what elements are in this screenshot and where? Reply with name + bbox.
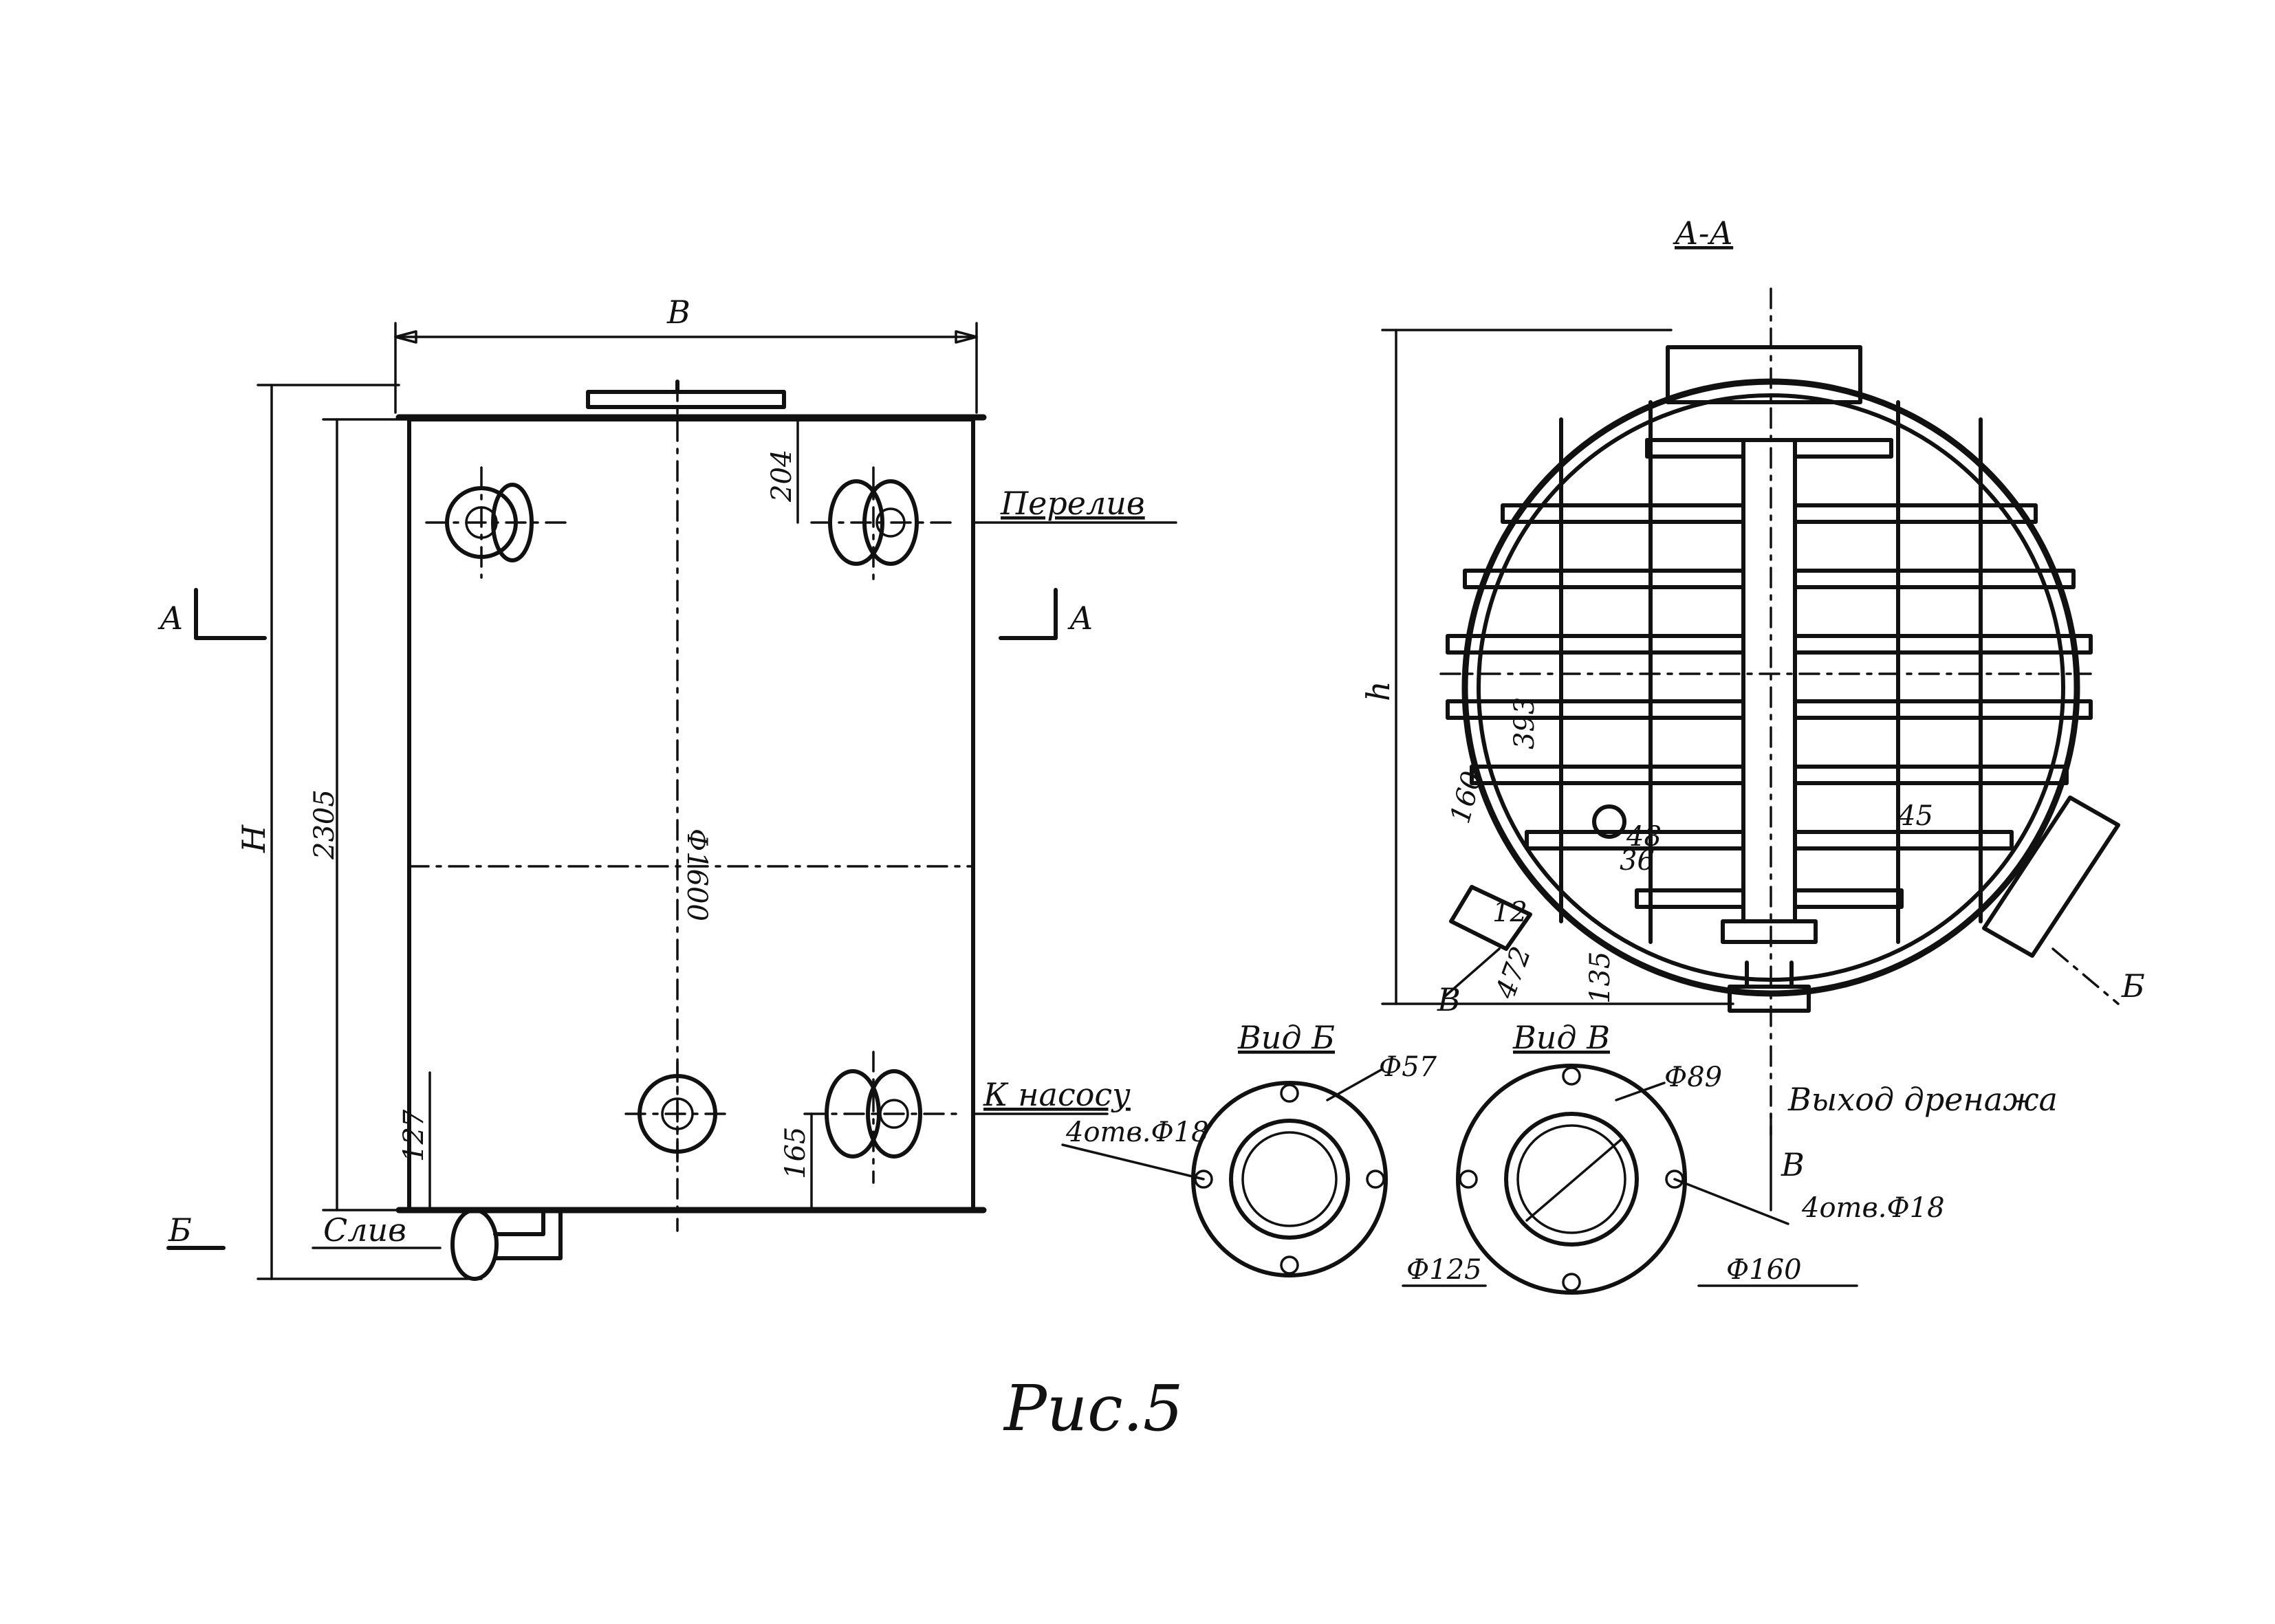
dim-width: B <box>394 294 978 414</box>
figure-caption: Рис.5 <box>1003 1372 1183 1445</box>
view-v: Вид В Ф89 Ф125 Ф160 4отв.Ф18 <box>1402 1019 1945 1295</box>
view-b-hole-left <box>1194 1170 1213 1189</box>
view-mark-b-label: Б <box>168 1211 192 1249</box>
view-v-title: Вид В <box>1512 1019 1610 1056</box>
view-v-flange-outer <box>1456 1064 1687 1295</box>
main-view: B H 2305 Ф1600 204 165 127 Перелив <box>157 294 1177 1281</box>
dim-160-label: 160 <box>1444 768 1488 827</box>
central-collector <box>1741 438 1797 923</box>
view-b-hole-bottom <box>1280 1255 1299 1275</box>
dim-127-label: 127 <box>398 1109 430 1162</box>
nozzle-pump <box>803 1051 957 1184</box>
outlet-mark: В <box>1781 1146 1805 1183</box>
section-view: А-А <box>1360 215 2145 1136</box>
side-nozzle-left <box>1449 885 1532 951</box>
view-v-hole-left <box>1459 1170 1478 1189</box>
view-v-hole-bottom <box>1562 1273 1581 1292</box>
top-neck <box>1666 345 1862 404</box>
collector-base <box>1721 919 1818 944</box>
pump-label: К насосу <box>983 1076 1131 1113</box>
view-b-flange-outer <box>1191 1081 1388 1277</box>
section-mark-left <box>194 588 267 640</box>
view-v-pipe-outer <box>1504 1112 1639 1247</box>
view-b-hole-top <box>1280 1084 1299 1103</box>
section-mark-right <box>999 588 1058 640</box>
outlet-label: Выход дренажа <box>1787 1081 2058 1118</box>
nozzle-bottom-center <box>624 1061 730 1167</box>
view-b-diameter: Ф57 <box>1379 1051 1437 1083</box>
dim-2305: 2305 <box>309 418 411 1211</box>
side-nozzle-right <box>1982 795 2120 958</box>
dim-36-label: 36 <box>1620 845 1655 877</box>
view-v-hole-top <box>1562 1066 1581 1086</box>
arrow-b-left: В <box>1437 981 1461 1018</box>
dim-393-label: 393 <box>1509 697 1541 749</box>
view-b-pipe-outer <box>1229 1119 1350 1240</box>
dim-height: H <box>235 384 483 1280</box>
view-v-pipe-inner <box>1516 1124 1626 1234</box>
view-v-diameter-bolt: Ф125 <box>1406 1254 1482 1286</box>
height-2305-label: 2305 <box>309 789 340 860</box>
vertical-supports <box>1559 400 1983 944</box>
arrow-b-right: Б <box>2121 967 2145 1005</box>
view-v-diameter-outer: Ф160 <box>1726 1254 1802 1286</box>
dim-135-label: 135 <box>1585 952 1616 1004</box>
view-b: Вид Б Ф57 4отв.Ф18 <box>1061 1019 1437 1277</box>
dim-48-label: 48 <box>1626 821 1662 853</box>
nozzle-overflow <box>810 466 957 586</box>
drain-label: Слив <box>323 1211 406 1249</box>
bottom-outlet <box>1728 985 1811 1013</box>
nozzle-top-left <box>425 466 572 579</box>
width-label: B <box>666 294 690 331</box>
view-b-holes: 4отв.Ф18 <box>1065 1117 1209 1148</box>
inlet-pipe <box>1592 804 1626 839</box>
view-v-diameter-inner: Ф89 <box>1664 1062 1722 1093</box>
section-mark-right-label: А <box>1067 600 1093 637</box>
section-height-label: h <box>1360 681 1397 701</box>
view-v-hole-right <box>1665 1170 1684 1189</box>
dim-204-label: 204 <box>766 450 798 503</box>
top-hatch <box>586 390 786 409</box>
view-v-holes: 4отв.Ф18 <box>1801 1192 1945 1224</box>
dim-165-label: 165 <box>780 1127 812 1179</box>
dim-45-label: 45 <box>1897 800 1933 832</box>
view-b-hole-right <box>1366 1170 1385 1189</box>
overflow-label: Перелив <box>1000 485 1145 522</box>
section-mark-left-label: А <box>157 600 184 637</box>
view-b-title: Вид Б <box>1237 1019 1335 1056</box>
height-label: H <box>235 824 272 853</box>
drain-nozzle <box>450 1208 563 1281</box>
dim-12-label: 12 <box>1492 897 1527 928</box>
view-b-pipe-inner <box>1241 1131 1338 1227</box>
section-title: А-А <box>1673 215 1733 252</box>
diameter-label: Ф1600 <box>681 829 712 921</box>
